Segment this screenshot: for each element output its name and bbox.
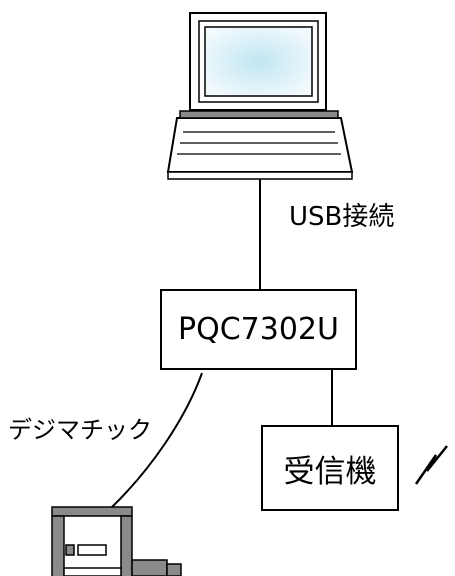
laptop-icon — [166, 12, 354, 180]
wireless-signal-icon — [414, 445, 448, 485]
usb-connection-label: USB接続 — [289, 202, 395, 232]
receiver-label: 受信機 — [283, 453, 377, 490]
pqc7302u-box: PQC7302U — [160, 289, 357, 370]
digimatic-label: デジマチック — [8, 416, 152, 444]
digimatic-cable — [111, 372, 203, 508]
receiver-box: 受信機 — [261, 425, 399, 511]
pqc7302u-label: PQC7302U — [178, 312, 339, 347]
digimatic-gauge-icon — [51, 506, 182, 576]
